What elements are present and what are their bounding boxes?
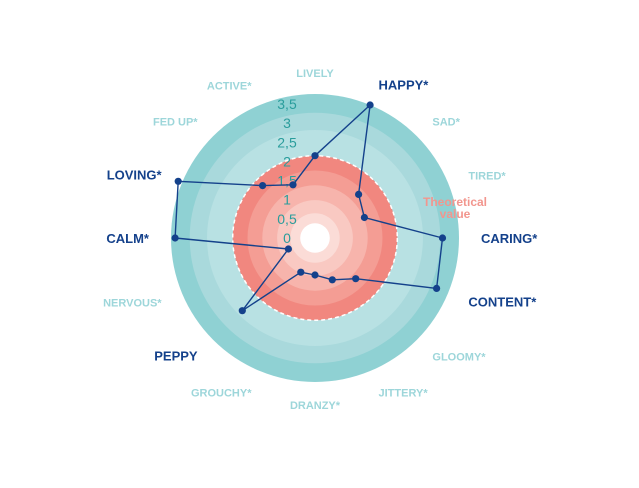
axis-label-happy: HAPPY*: [379, 78, 430, 93]
theoretical-value-label: Theoretical: [423, 195, 487, 209]
data-point-grouchy: [297, 268, 305, 276]
axis-label-sad: SAD*: [432, 117, 460, 129]
data-point-dranzy: [311, 271, 319, 279]
data-point-loving: [174, 177, 182, 185]
axis-label-caring: CARING*: [481, 231, 538, 246]
axis-label-calm: CALM*: [106, 231, 150, 246]
axis-label-nervous: NERVOUS*: [103, 298, 162, 310]
tick-label: 3: [283, 115, 291, 131]
data-point-happy: [366, 101, 374, 109]
data-point-fedup: [259, 182, 267, 190]
tick-label: 0,5: [277, 211, 297, 227]
series-layer: [171, 101, 447, 315]
data-point-caring: [438, 234, 447, 242]
data-point-sad: [355, 190, 363, 198]
axis-label-gloomy: GLOOMY*: [432, 351, 486, 363]
ring-center: [300, 223, 330, 253]
data-point-active: [289, 181, 297, 189]
data-point-peppy: [238, 307, 246, 315]
axis-label-lively: LIVELY: [296, 68, 334, 80]
axis-label-active: ACTIVE*: [207, 81, 252, 93]
axis-label-tired: TIRED*: [468, 171, 506, 183]
axis-label-content: CONTENT*: [468, 295, 537, 310]
axis-label-jittery: JITTERY*: [379, 387, 429, 399]
axis-label-grouchy: GROUCHY*: [191, 387, 252, 399]
tick-label: 2: [283, 154, 291, 170]
data-point-nervous: [284, 245, 292, 253]
axis-label-peppy: PEPPY: [154, 348, 198, 363]
data-point-gloomy: [352, 275, 360, 283]
data-point-lively: [311, 152, 319, 160]
data-point-calm: [171, 234, 179, 242]
tick-label: 0: [283, 230, 291, 246]
axis-label-dranzy: DRANZY*: [290, 400, 341, 412]
axis-labels: LIVELY HAPPY* SAD* TIRED* CARING* CONTENT* GLO…: [103, 68, 538, 412]
axis-label-fedup: FED UP*: [153, 117, 198, 129]
tick-label: 3,5: [277, 96, 297, 112]
theoretical-value-label-line2: value: [440, 207, 471, 221]
background-rings: [171, 94, 459, 382]
data-point-content: [433, 284, 441, 292]
axis-label-loving: LOVING*: [107, 168, 163, 183]
data-point-jittery: [328, 276, 336, 284]
tick-label: 2,5: [277, 134, 297, 150]
tick-label: 1: [283, 192, 291, 208]
data-point-tired: [360, 213, 368, 222]
